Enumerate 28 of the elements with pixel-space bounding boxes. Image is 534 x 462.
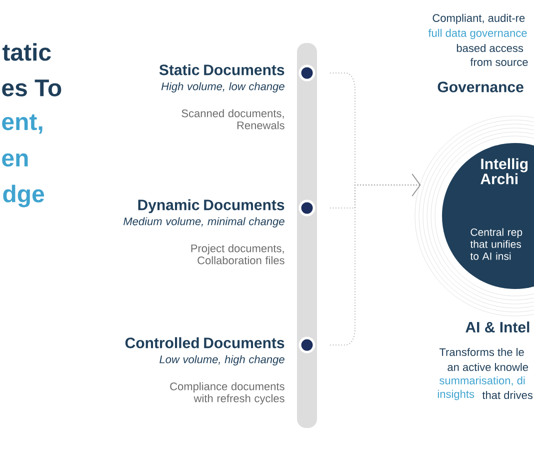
description: based access — [456, 44, 524, 52]
description: full data governance — [428, 28, 527, 40]
description: that drives — [482, 390, 533, 400]
description: Scanned documents, Renewals — [182, 109, 284, 130]
title: en — [2, 153, 28, 167]
title: es To — [2, 80, 62, 96]
heading: Dynamic Documents — [138, 199, 284, 214]
heading: AI & Intel — [466, 322, 530, 332]
heading: Static Documents — [159, 64, 284, 76]
subtitle: Medium volume, minimal change — [124, 217, 284, 228]
description: an active knowle — [448, 362, 528, 372]
title: tatic — [2, 43, 51, 61]
description: Project documents, Collaboration files — [191, 244, 284, 264]
subtitle: High volume, low change — [161, 82, 284, 92]
subtitle: Low volume, high change — [160, 355, 284, 366]
title: dge — [3, 184, 44, 208]
description: summarisation, di — [440, 376, 525, 386]
heading: Governance — [438, 82, 524, 92]
connector — [330, 174, 421, 346]
description: Transforms the le — [439, 348, 524, 356]
description: from source — [470, 58, 528, 66]
description: insights — [438, 390, 474, 400]
description: Compliant, audit-re — [432, 14, 525, 24]
description: Compliance documents with refresh cycles — [170, 382, 284, 404]
circle-description: Central rep that unifies to AI insi — [470, 228, 522, 260]
circle-heading: Intellig Archi — [480, 158, 528, 184]
heading: Controlled Documents — [125, 337, 284, 348]
title: ent, — [2, 114, 42, 134]
